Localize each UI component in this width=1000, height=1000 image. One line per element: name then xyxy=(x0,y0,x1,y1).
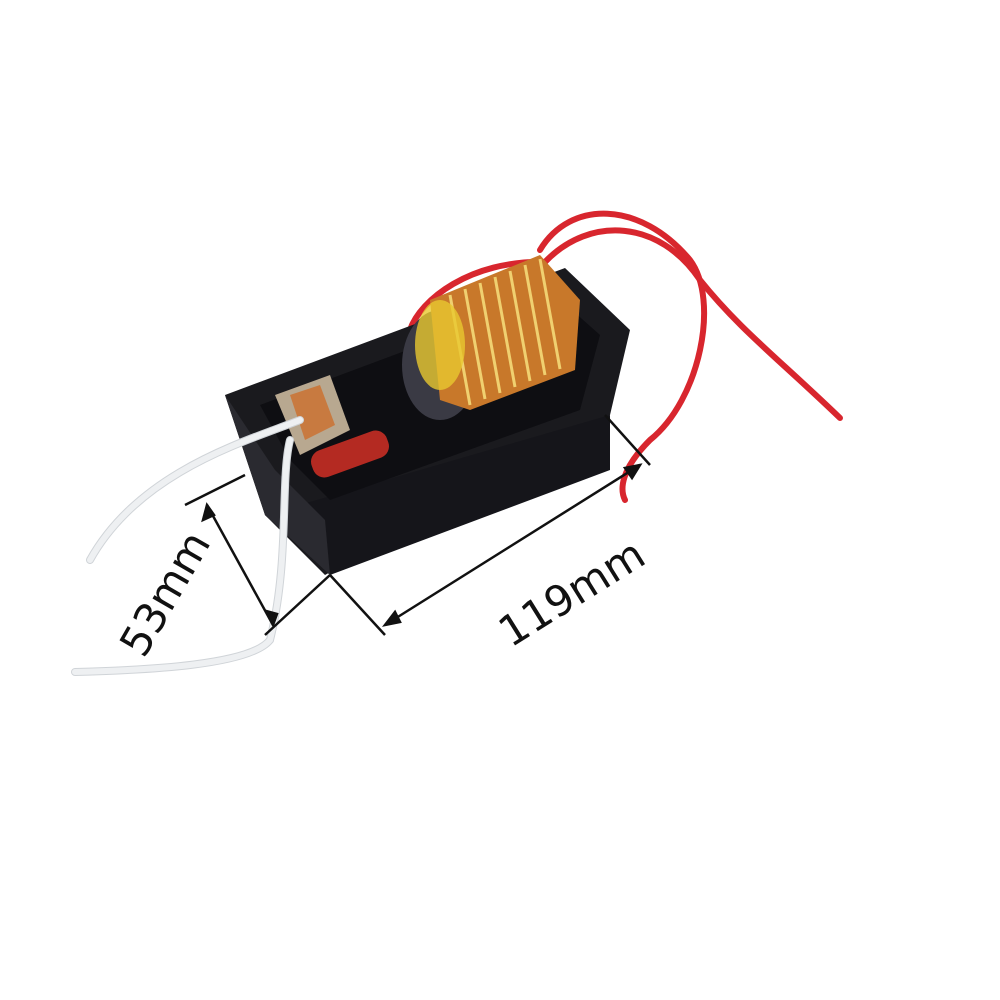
hv-coil xyxy=(402,255,580,420)
dimension-lines xyxy=(184,414,651,636)
small-transformer xyxy=(275,375,350,455)
white-wires xyxy=(71,416,304,676)
capacitor xyxy=(311,430,389,478)
red-wires xyxy=(407,210,843,503)
